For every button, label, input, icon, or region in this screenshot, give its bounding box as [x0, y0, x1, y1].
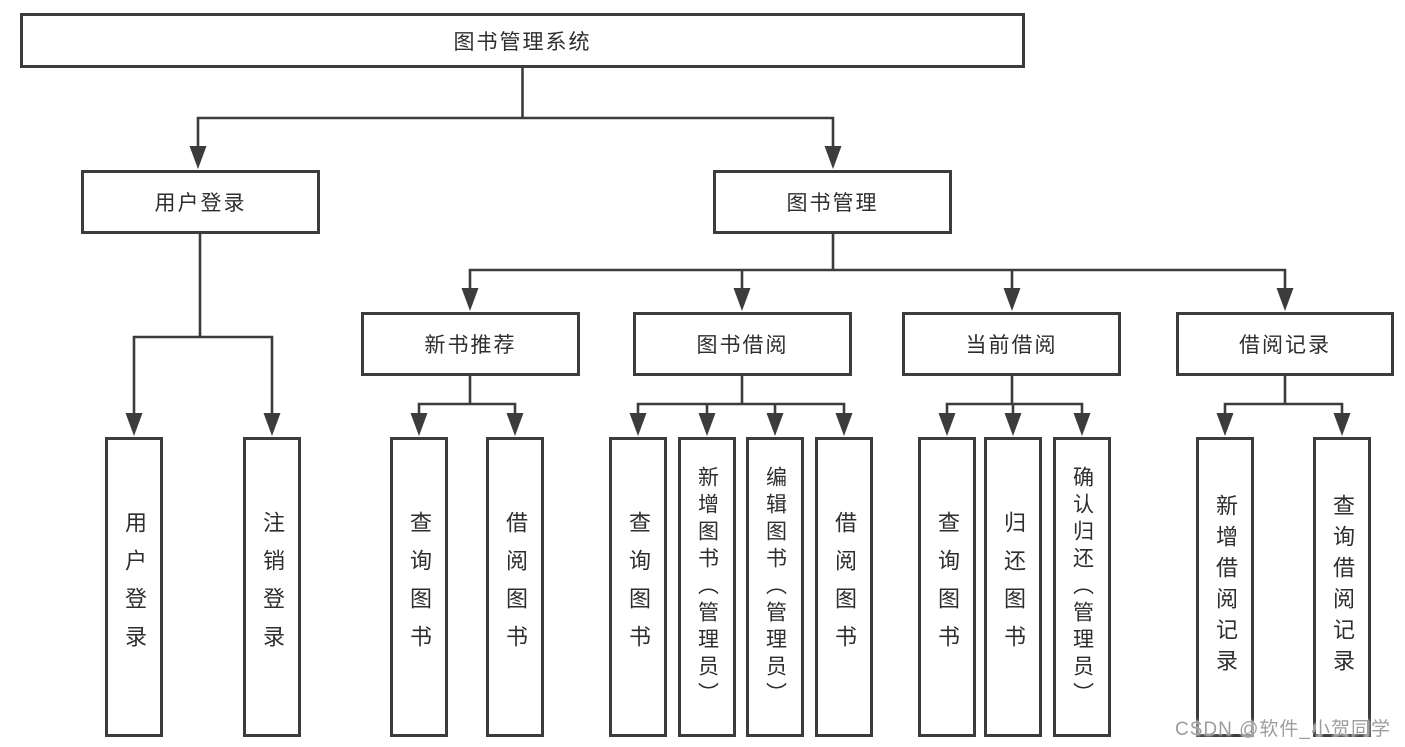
leaf-label: 确认归还（管理员） [1070, 465, 1094, 709]
leaf-label: 借阅图书 [832, 511, 857, 663]
leaf-edit-books-admin: 编辑图书（管理员） [746, 437, 804, 737]
leaf-label: 查询图书 [407, 511, 432, 663]
leaf-return-books: 归还图书 [984, 437, 1042, 737]
leaf-label: 用户登录 [122, 511, 147, 663]
leaf-label: 注销登录 [260, 511, 285, 663]
node-label: 图书管理 [786, 192, 879, 215]
node-label: 新书推荐 [424, 334, 517, 357]
leaf-borrow-books-recommend: 借阅图书 [486, 437, 544, 737]
leaf-label: 新增图书（管理员） [695, 465, 719, 709]
node-current-borrowing: 当前借阅 [902, 312, 1121, 376]
leaf-label: 查询图书 [626, 511, 651, 663]
node-label: 图书管理系统 [453, 30, 592, 54]
node-label: 用户登录 [154, 192, 247, 215]
leaf-label: 编辑图书（管理员） [763, 465, 787, 709]
leaf-user-login: 用户登录 [105, 437, 163, 737]
leaf-add-books-admin: 新增图书（管理员） [678, 437, 736, 737]
leaf-query-borrow-record: 查询借阅记录 [1313, 437, 1371, 737]
leaf-confirm-return-admin: 确认归还（管理员） [1053, 437, 1111, 737]
node-user-login: 用户登录 [81, 170, 320, 234]
leaf-query-books-borrow: 查询图书 [609, 437, 667, 737]
leaf-label: 查询图书 [935, 511, 960, 663]
leaf-label: 归还图书 [1001, 511, 1026, 663]
node-label: 当前借阅 [965, 334, 1058, 357]
node-book-management: 图书管理 [713, 170, 952, 234]
node-new-book-recommendation: 新书推荐 [361, 312, 580, 376]
node-label: 图书借阅 [696, 334, 789, 357]
leaf-query-books-recommend: 查询图书 [390, 437, 448, 737]
node-library-management-system: 图书管理系统 [20, 13, 1025, 68]
node-book-borrowing: 图书借阅 [633, 312, 852, 376]
csdn-watermark: CSDN @软件_小贺同学 [1175, 719, 1391, 740]
leaf-borrow-books: 借阅图书 [815, 437, 873, 737]
node-label: 借阅记录 [1239, 334, 1331, 357]
leaf-query-books-current: 查询图书 [918, 437, 976, 737]
node-borrowing-records: 借阅记录 [1176, 312, 1394, 376]
leaf-add-borrow-record: 新增借阅记录 [1196, 437, 1254, 737]
leaf-label: 查询借阅记录 [1330, 494, 1355, 680]
leaf-label: 借阅图书 [503, 511, 528, 663]
leaf-label: 新增借阅记录 [1213, 494, 1238, 680]
leaf-logout: 注销登录 [243, 437, 301, 737]
